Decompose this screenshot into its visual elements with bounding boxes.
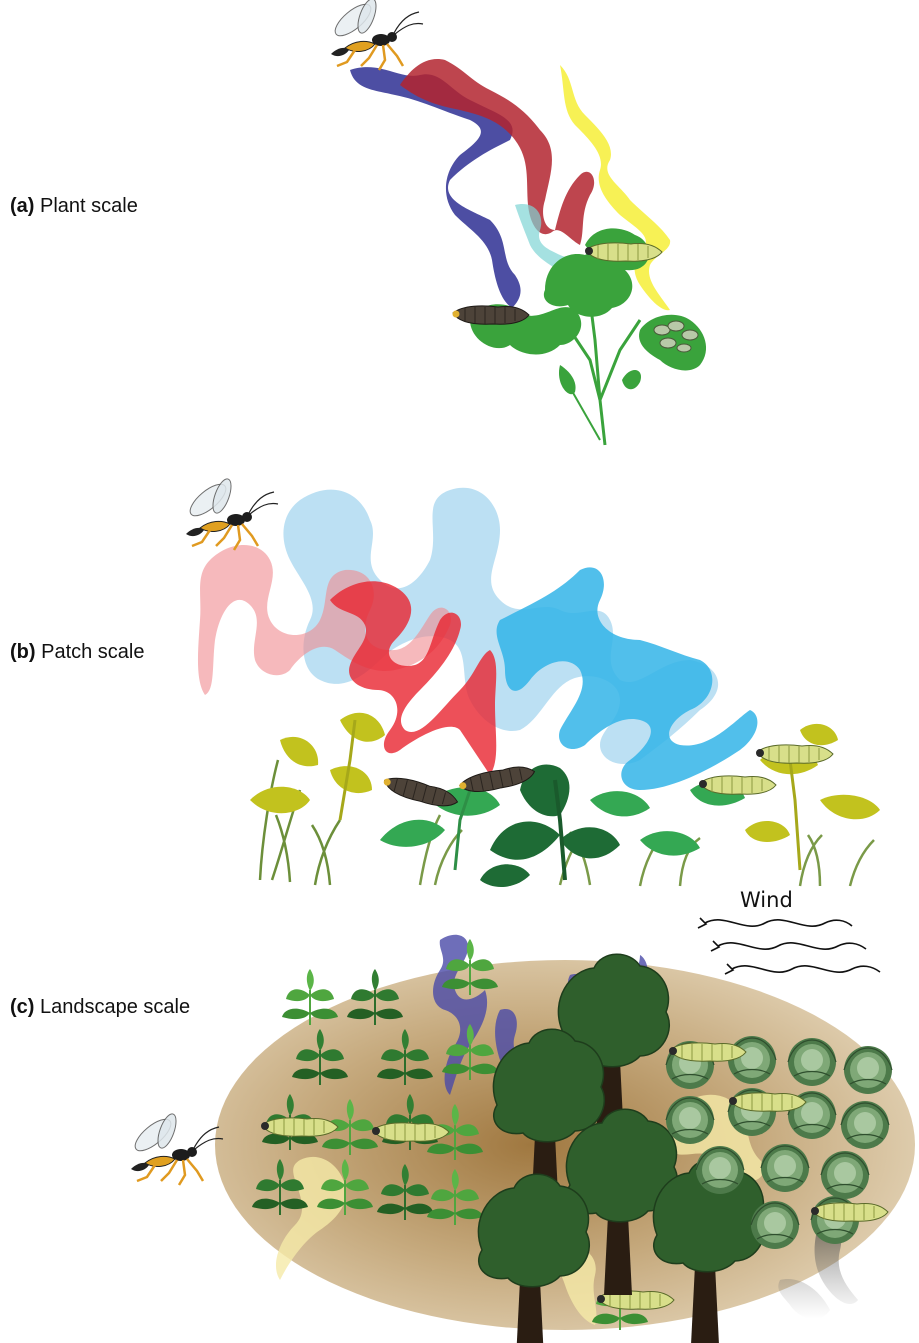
panel-a-caterpillar-light — [585, 243, 662, 261]
panel-b-caterpillar-light-2 — [699, 776, 776, 794]
panel-c-wasp — [130, 1112, 223, 1185]
panel-c-caterpillar-1 — [261, 1118, 338, 1136]
panel-b-wasp — [185, 477, 278, 550]
panel-c-caterpillar-4 — [669, 1043, 746, 1061]
panel-a-wasp — [330, 0, 423, 70]
panel-b-caterpillar-light-1 — [756, 745, 833, 763]
panel-b-diagram — [185, 477, 880, 887]
wind-arrows — [698, 918, 880, 974]
panel-a-diagram — [330, 0, 706, 445]
panel-c-caterpillar-5 — [729, 1093, 806, 1111]
panel-a-caterpillar-dark — [453, 306, 530, 324]
panel-c-caterpillar-6 — [811, 1203, 888, 1221]
panel-c-caterpillar-2 — [372, 1123, 449, 1141]
panel-b-caterpillar-dark-1 — [381, 773, 460, 811]
panel-c-diagram — [130, 935, 915, 1343]
